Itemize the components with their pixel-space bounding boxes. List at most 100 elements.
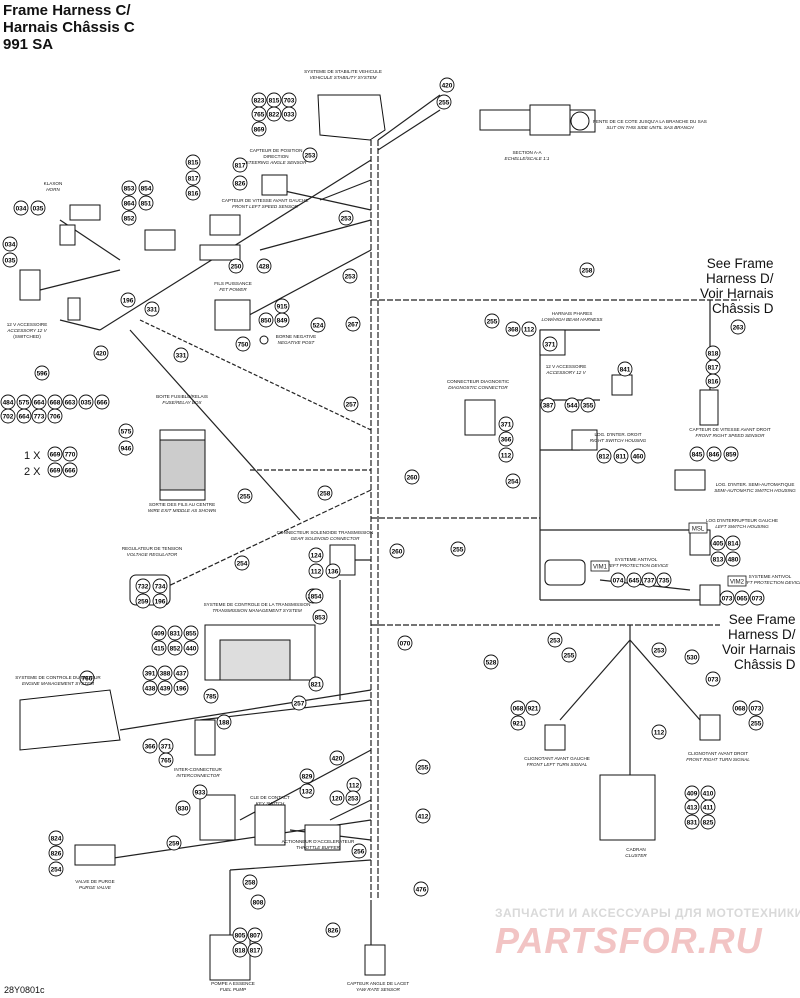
callout-438: 438 [142,680,158,696]
svg-text:035: 035 [81,399,92,406]
svg-text:253: 253 [654,647,665,654]
callout-869: 869 [251,121,267,137]
label-interc-en: INTERCONNECTOR [176,773,220,778]
callout-070: 070 [397,635,413,651]
see-ref-line: Voir Harnais [722,642,796,657]
label-rsw-en: RIGHT SWITCH HOUSING [590,438,647,443]
callout-371: 371 [498,416,514,432]
label-acc12b-fr: 12 V ACCESSOIRE [546,364,587,369]
label-reg-fr: REGULATEUR DE TENSION [122,546,182,551]
callout-112: 112 [521,321,537,337]
label-tcm-fr: SYSTEME DE CONTROLE DE LA TRANSMISSION [204,602,311,607]
label-semi-fr: LOG. D'INTER. SEMI-AUTOMATIQUE [716,482,795,487]
svg-text:770: 770 [65,451,76,458]
label-yaw-en: YAW RATE SENSOR [356,987,401,992]
callout-263: 263 [730,319,746,335]
callout-366: 366 [142,738,158,754]
label-purge-en: PURGE VALVE [79,885,112,890]
callout-196: 196 [152,593,168,609]
callout-112: 112 [308,563,324,579]
svg-text:852: 852 [170,645,181,652]
svg-text:034: 034 [5,241,16,248]
callout-409: 409 [684,785,700,801]
callout-946: 946 [118,440,134,456]
label-diag-en: DIAGNOSTIC CONNECTOR [448,385,508,390]
callout-410: 410 [700,785,716,801]
see-ref-line: See Frame [728,612,796,627]
callout-816: 816 [185,185,201,201]
label-fl-speed-en: FRONT LEFT SPEED SENSOR [232,204,299,209]
callout-850: 850 [258,312,274,328]
callout-933: 933 [192,784,208,800]
callout-703: 703 [281,92,297,108]
svg-text:112: 112 [349,782,360,789]
label-section-en: ECHELLE/SCALE 1:1 [505,156,550,161]
svg-text:666: 666 [97,399,108,406]
label-cut-en: SLIT ON THIS SIDE UNTIL SAS BRANCH [606,125,694,130]
label-fr-turn-en: FRONT RIGHT TURN SIGNAL [686,757,750,762]
svg-text:734: 734 [155,583,166,590]
label-acc12b-en: ACCESSORY 12 V [545,370,586,375]
label-theft2-en: THEFT PROTECTION DEVICE [738,580,800,585]
callout-196: 196 [173,680,189,696]
callout-765: 765 [251,106,267,122]
svg-text:438: 438 [145,685,156,692]
label-angle-en: STEERING ANGLE SENSOR [246,160,308,165]
svg-text:258: 258 [582,267,593,274]
label-acc12-fr: 12 V ACCESSOIRE [7,322,48,327]
label-ems-en: ENGINE MANAGEMENT SYSTEM [22,681,94,686]
callout-267: 267 [345,316,361,332]
svg-text:253: 253 [348,795,359,802]
callout-428: 428 [256,258,272,274]
svg-text:575: 575 [19,399,30,406]
callout-831: 831 [167,625,183,641]
svg-text:664: 664 [34,399,45,406]
label-fl-speed-fr: CAPTEUR DE VITESSE AVANT GAUCHE [222,198,309,203]
callout-255: 255 [561,647,577,663]
callout-460: 460 [630,448,646,464]
callout-420: 420 [93,345,109,361]
svg-text:371: 371 [545,341,556,348]
svg-text:255: 255 [240,493,251,500]
label-theft-fr: SYSTEME ANTIVOL [615,557,658,562]
svg-text:260: 260 [392,548,403,555]
callout-821: 821 [308,676,324,692]
callout-256: 256 [351,843,367,859]
callout-825: 825 [700,814,716,830]
svg-text:811: 811 [616,453,627,460]
svg-text:706: 706 [50,413,61,420]
svg-text:371: 371 [161,743,172,750]
callout-666: 666 [62,462,78,478]
svg-text:921: 921 [513,720,524,727]
callout-854: 854 [138,180,154,196]
callout-645: 645 [626,572,642,588]
svg-text:255: 255 [564,652,575,659]
label-horn-en: HORN [46,187,60,192]
svg-text:420: 420 [96,350,107,357]
callout-668: 668 [47,394,63,410]
callout-411: 411 [700,799,716,815]
callout-132: 132 [299,783,315,799]
svg-text:750: 750 [238,341,249,348]
callout-034: 034 [2,236,18,252]
svg-text:196: 196 [155,598,166,605]
see-frame-harness-d-reference-top: See Frame Harness D/ Voir Harnais Châssi… [700,256,774,316]
see-ref-line: Voir Harnais [700,286,774,301]
svg-text:112: 112 [524,326,535,333]
callout-391: 391 [142,665,158,681]
label-theft2-fr: SYSTEME ANTIVOL [749,574,792,579]
callout-855: 855 [183,625,199,641]
svg-text:817: 817 [250,947,261,954]
label-theft-en: THEFT PROTECTION DEVICE [604,563,670,568]
svg-text:766: 766 [82,675,93,682]
svg-text:MSL: MSL [692,527,705,533]
callout-437: 437 [173,665,189,681]
callout-035: 035 [78,394,94,410]
callout-259: 259 [166,835,182,851]
svg-text:830: 830 [178,805,189,812]
callout-136: 136 [325,563,341,579]
svg-text:663: 663 [65,399,76,406]
callout-254: 254 [234,555,250,571]
label-section-fr: SECTION A-A [512,150,542,155]
svg-text:439: 439 [160,685,171,692]
